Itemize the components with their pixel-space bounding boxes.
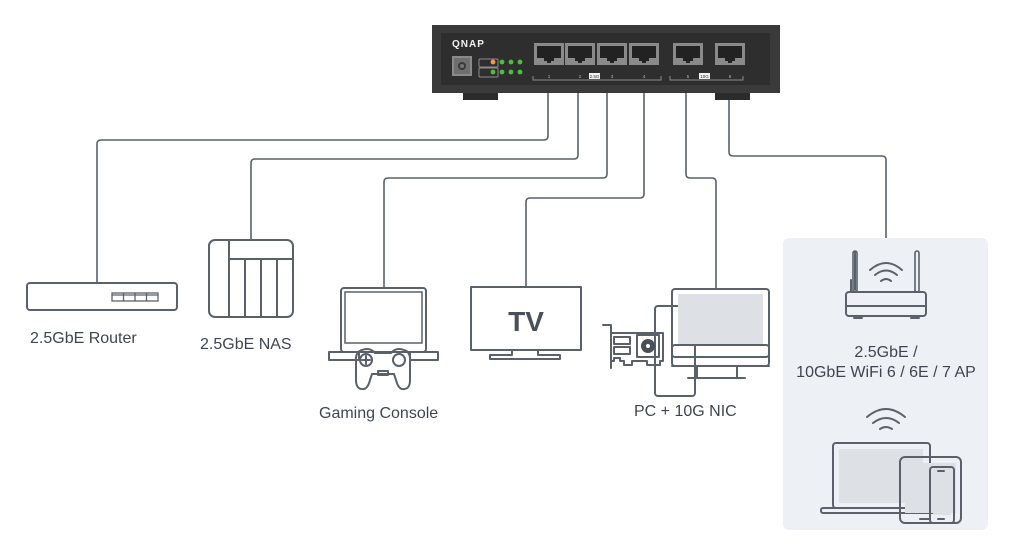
led-green	[508, 69, 514, 75]
port-number-label: 4	[643, 74, 646, 79]
port-number-label: 1	[548, 74, 551, 79]
port-group-label-2-5g: 2.5G	[590, 74, 600, 79]
port-number-label: 2	[579, 74, 582, 79]
ethernet-port-5[interactable]: 5	[673, 43, 703, 79]
gaming-console-device: Gaming Console	[319, 287, 439, 422]
ap-label-line2: 10GbE WiFi 6 / 6E / 7 AP	[796, 364, 976, 381]
port-group-bracket-10g	[669, 76, 744, 81]
pc-tower	[654, 305, 696, 397]
wireless-clients	[820, 408, 962, 524]
ethernet-port-6[interactable]: 6	[715, 43, 745, 79]
port-socket	[632, 46, 656, 63]
router-body	[26, 282, 178, 311]
led-green	[490, 69, 496, 75]
port-group-badge-2-5g	[589, 73, 600, 79]
cable-port2-nas	[250, 88, 579, 240]
cable-port4-tv	[525, 88, 645, 287]
switch-ports: 1 2 3 4 5 6	[534, 43, 745, 79]
led-green	[499, 69, 505, 75]
status-leds	[490, 59, 523, 75]
wifi-signal-icon	[866, 408, 906, 430]
cable-port6-ap	[728, 88, 887, 238]
port-socket	[600, 46, 624, 63]
port-group-label-10g: 10G	[700, 74, 709, 79]
pc-device: PC + 10G NIC	[602, 288, 770, 420]
wifi-ap-device: 2.5GbE / 10GbE WiFi 6 / 6E / 7 AP	[796, 250, 976, 381]
ethernet-port-2[interactable]: 2	[565, 43, 595, 79]
router-device: 2.5GbE Router	[26, 282, 178, 347]
switch-button-top[interactable]	[478, 58, 499, 68]
tv-stand	[489, 349, 561, 360]
nas-device: 2.5GbE NAS	[200, 239, 294, 353]
console-shelf-left	[328, 351, 360, 361]
pc-monitor-chin	[671, 344, 770, 367]
pc-label: PC + 10G NIC	[634, 403, 737, 420]
network-card-icon	[602, 324, 664, 369]
nas-body	[208, 239, 294, 318]
ethernet-port-3[interactable]: 3	[597, 43, 627, 79]
port-socket	[718, 46, 742, 63]
router-ports-icon	[111, 292, 159, 302]
power-jack-pin	[460, 64, 464, 68]
led-green	[517, 59, 523, 65]
ethernet-port-4[interactable]: 4	[629, 43, 659, 79]
port-socket	[568, 46, 592, 63]
tv-device: TV	[470, 286, 582, 360]
console-shelf-right	[409, 351, 439, 361]
port-number-label: 6	[729, 74, 732, 79]
pc-monitor-stand	[671, 365, 770, 379]
led-green	[517, 69, 523, 75]
ap-antenna-left	[850, 251, 856, 293]
ethernet-port-1[interactable]: 1	[534, 43, 564, 79]
port-group-bracket-2-5g	[532, 76, 662, 81]
switch-foot-left	[463, 90, 498, 100]
port-number-label: 5	[687, 74, 690, 79]
tv-screen-text: TV	[508, 306, 544, 337]
router-label: 2.5GbE Router	[30, 330, 137, 347]
smartphone-icon	[929, 466, 955, 524]
cable-port5-pc	[685, 88, 717, 288]
led-green	[508, 59, 514, 65]
port-socket	[676, 46, 700, 63]
cable-port3-console	[383, 88, 608, 288]
switch-button-bottom[interactable]	[478, 67, 499, 78]
nas-drive-bays	[228, 239, 294, 318]
port-socket	[537, 46, 561, 63]
network-switch: QNAP 2.5G 10G 1 2 3 4 5 6	[432, 25, 780, 100]
gamepad-icon	[354, 348, 412, 391]
wifi-signal-icon	[869, 262, 903, 282]
pc-monitor	[671, 288, 770, 358]
pc-monitor-screen	[678, 294, 763, 346]
console-label: Gaming Console	[319, 405, 438, 422]
cables	[96, 88, 887, 288]
ap-label-line1: 2.5GbE /	[854, 344, 918, 361]
switch-foot-right	[715, 90, 750, 100]
led-green	[499, 59, 505, 65]
port-group-badge-10g	[699, 73, 710, 79]
tv-screen	[470, 286, 582, 351]
ap-body	[845, 291, 927, 317]
port-number-label: 3	[611, 74, 614, 79]
nas-label: 2.5GbE NAS	[200, 336, 292, 353]
cable-port1-router	[96, 88, 549, 283]
led-amber	[490, 59, 496, 65]
switch-brand-logo: QNAP	[452, 39, 485, 50]
console-monitor-screen	[344, 291, 423, 344]
